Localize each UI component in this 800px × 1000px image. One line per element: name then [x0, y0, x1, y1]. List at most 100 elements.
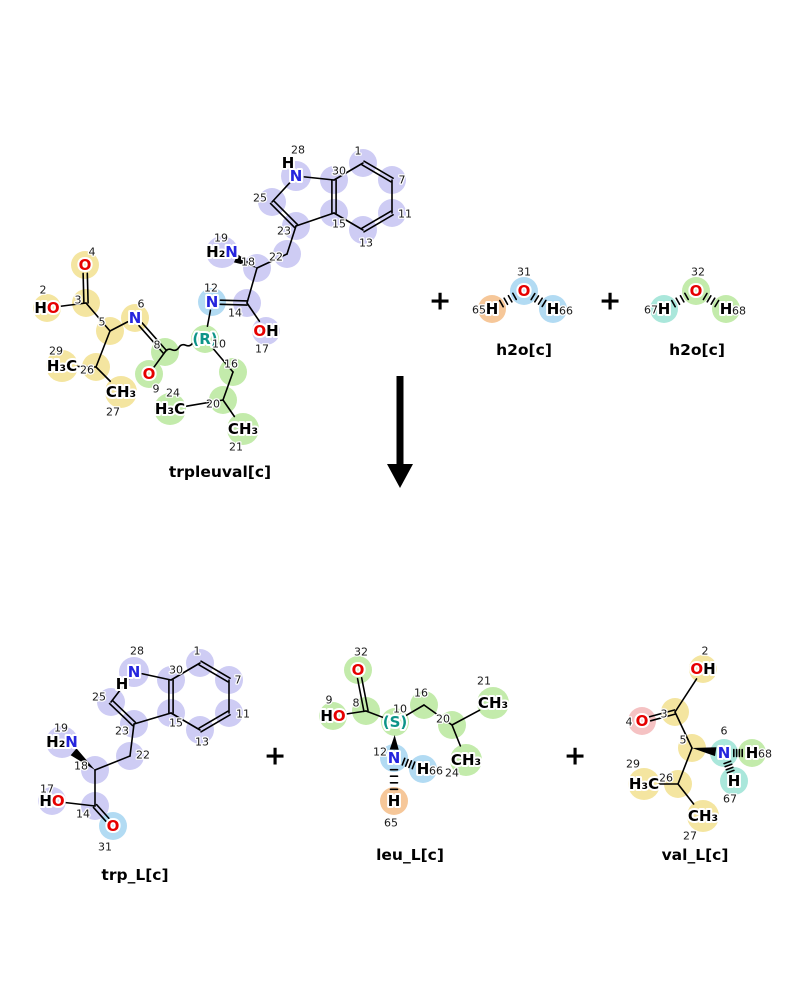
plus-operator-3: +	[264, 741, 287, 772]
highlight-N6	[710, 739, 738, 767]
plus-operator-4: +	[564, 741, 587, 772]
bond-C10-C16	[212, 348, 234, 373]
bond-N12-H66	[404, 758, 409, 767]
bond-C13-C15	[170, 712, 201, 731]
atom-label-O17: OH	[253, 322, 278, 340]
bond-N12-C10	[206, 309, 212, 328]
atom-label-O17: HO	[39, 792, 64, 810]
bond-C1-C7	[363, 160, 394, 179]
atom-number-H66: 66	[429, 765, 443, 778]
highlight-O31	[99, 812, 127, 840]
bond-C5-N6	[692, 747, 717, 757]
atom-number-C15: 15	[332, 218, 346, 231]
highlight-N12	[198, 288, 226, 316]
atom-number-C13: 13	[195, 736, 209, 749]
bond-C14-O17	[246, 302, 261, 323]
atom-number-C25: 25	[92, 691, 106, 704]
bond-O32-H68	[710, 297, 716, 305]
atom-label-C27: CH₃	[106, 383, 136, 401]
bond-C23-C15	[295, 212, 335, 227]
atom-label-C21: CH₃	[228, 420, 258, 438]
atom-number-C1: 1	[355, 145, 362, 158]
atom-label-C10: (R)	[192, 330, 217, 348]
atom-number-O17: 17	[40, 783, 54, 796]
highlight-O32	[344, 656, 372, 684]
bond-O31-H66	[541, 299, 547, 308]
bond-C20-C24	[184, 399, 224, 408]
atom-label-O2: OH	[690, 660, 715, 678]
atom-number-O17: 17	[255, 343, 269, 356]
bond-C3-O4	[82, 272, 85, 304]
atom-number-C20: 20	[436, 713, 450, 726]
bond-C22-C18	[256, 253, 288, 269]
highlight-O17	[38, 787, 66, 815]
bond-N12-H66	[408, 760, 413, 769]
bond-O32-H68	[706, 295, 712, 303]
atom-number-C23: 23	[277, 225, 291, 238]
atom-number-C29: 29	[626, 758, 640, 771]
bond-C25-C23	[269, 202, 296, 229]
atom-number-C29: 29	[49, 345, 63, 358]
atom-label-O9: O	[143, 365, 156, 383]
atom-number-C27: 27	[683, 830, 697, 843]
atom-label-O32: O	[690, 282, 703, 300]
atom-number-N12: 12	[204, 282, 218, 295]
bond-C25-C23	[272, 199, 299, 226]
atom-number-C10: 10	[212, 338, 226, 351]
bond-O32-H67	[683, 292, 690, 301]
highlight-H67	[720, 767, 748, 795]
highlight-N28	[119, 657, 149, 687]
atom-label-O31: O	[518, 282, 531, 300]
atom-label-C21: CH₃	[478, 694, 508, 712]
bond-C3-O2	[674, 678, 698, 713]
highlight-H68	[738, 739, 766, 767]
bond-C14-N12	[219, 299, 248, 302]
atom-number-C3: 3	[75, 294, 82, 307]
bond-N6-H67	[726, 769, 735, 774]
atom-label-H68: H	[720, 300, 733, 318]
atom-number-C15: 15	[169, 717, 183, 730]
bond-C8-C10	[365, 710, 384, 719]
bond-C23-C22	[286, 225, 297, 255]
plus-operator-1: +	[429, 286, 452, 317]
bond-C3-O2	[57, 302, 87, 308]
bond-C8-O9	[153, 351, 166, 369]
atom-number-H65: 65	[472, 304, 486, 317]
highlight-H65	[478, 295, 506, 323]
bond-C23-C22	[129, 723, 135, 757]
atom-label-N28: N	[290, 167, 303, 185]
atom-label-H68: H	[746, 744, 759, 762]
atom-label-N12: N	[388, 749, 401, 767]
highlight-H67	[650, 295, 678, 323]
highlight-O31	[510, 277, 538, 305]
highlight-O17	[252, 317, 280, 345]
atom-number-C8: 8	[353, 697, 360, 710]
bond-N6-H67	[724, 763, 733, 768]
bond-O32-H68	[714, 299, 720, 308]
bond-C14-N12	[219, 303, 248, 306]
atom-number-C30: 30	[169, 664, 183, 677]
atom-number-N28: 28	[291, 144, 305, 157]
bond-C5-C3	[85, 302, 111, 332]
highlight-C10	[191, 325, 219, 353]
plus-operator-2: +	[599, 286, 622, 317]
bond-O31-H65	[503, 297, 509, 306]
atom-label-H65: H	[486, 300, 499, 318]
atom-number-O2: 2	[40, 284, 47, 297]
bond-C26-C29	[76, 365, 97, 368]
bond-C18-N19	[233, 254, 257, 268]
atom-number-O4: 4	[89, 246, 96, 259]
atom-number-C11: 11	[398, 208, 412, 221]
highlight-O2	[689, 655, 717, 683]
atom-number-C22: 22	[269, 251, 283, 264]
atom-label-N19: H₂N	[206, 243, 238, 261]
bond-C8-N6	[141, 322, 168, 352]
molecule-name-h2o-1: h2o[c]	[496, 341, 552, 359]
atom-number-O4: 4	[626, 716, 633, 729]
bond-O32-C8	[356, 677, 365, 713]
atom-number-C18: 18	[74, 760, 88, 773]
bond-C23-C15	[133, 712, 172, 725]
bond-O31-H65	[511, 292, 518, 301]
atom-number-H68: 68	[758, 748, 772, 761]
